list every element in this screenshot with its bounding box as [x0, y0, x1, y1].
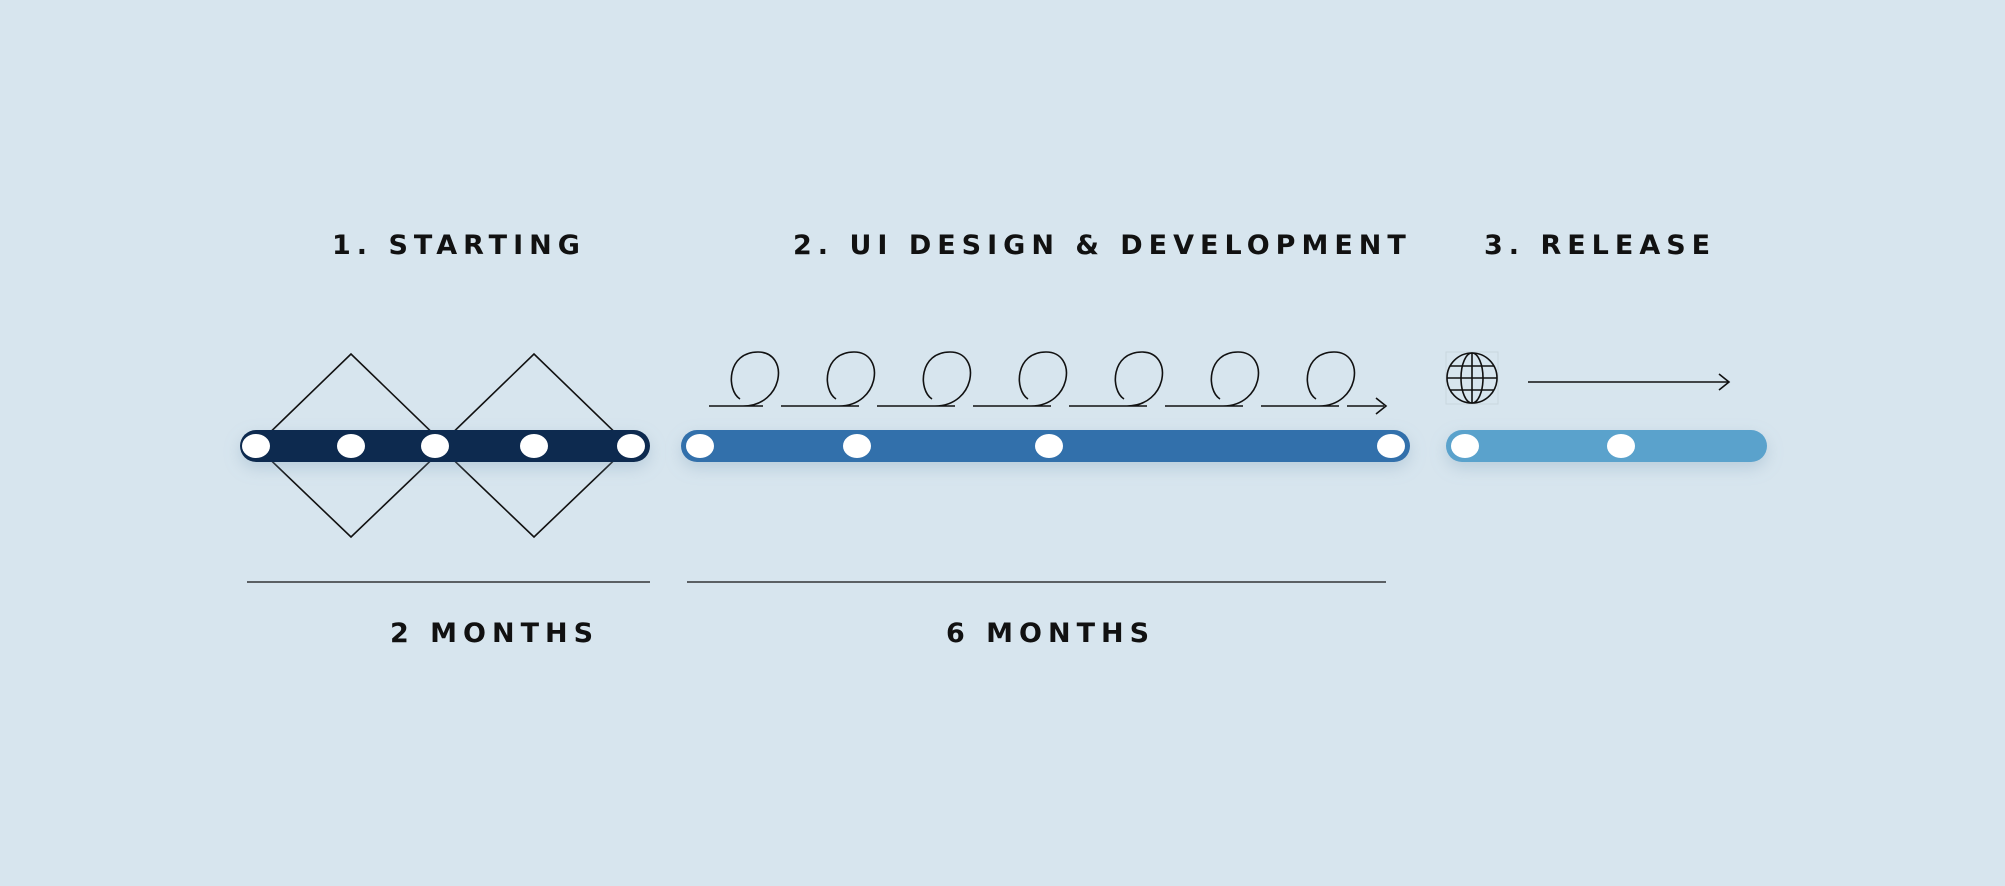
phase-1-milestones — [242, 434, 645, 458]
milestone-node — [1377, 434, 1405, 458]
milestone-node — [617, 434, 645, 458]
release-arrow-icon — [1528, 373, 1731, 391]
globe-icon — [1445, 351, 1499, 405]
milestone-node — [1607, 434, 1635, 458]
phase-1-duration: 2 MONTHS — [390, 618, 600, 649]
milestone-node — [242, 434, 270, 458]
phase-2-duration: 6 MONTHS — [946, 618, 1156, 649]
phase-3-bar — [1446, 430, 1767, 462]
milestone-node — [686, 434, 714, 458]
phase-3-milestones — [1451, 434, 1635, 458]
phase-1-title: 1. STARTING — [332, 230, 586, 261]
phase-3-title: 3. RELEASE — [1484, 230, 1717, 261]
milestone-node — [1451, 434, 1479, 458]
milestone-node — [1035, 434, 1063, 458]
milestone-node — [843, 434, 871, 458]
iteration-loops-icon — [709, 351, 1388, 415]
milestone-node — [337, 434, 365, 458]
milestone-node — [421, 434, 449, 458]
phase-2-title: 2. UI DESIGN & DEVELOPMENT — [793, 230, 1412, 261]
milestone-node — [520, 434, 548, 458]
phase-2-milestones — [686, 434, 1405, 458]
